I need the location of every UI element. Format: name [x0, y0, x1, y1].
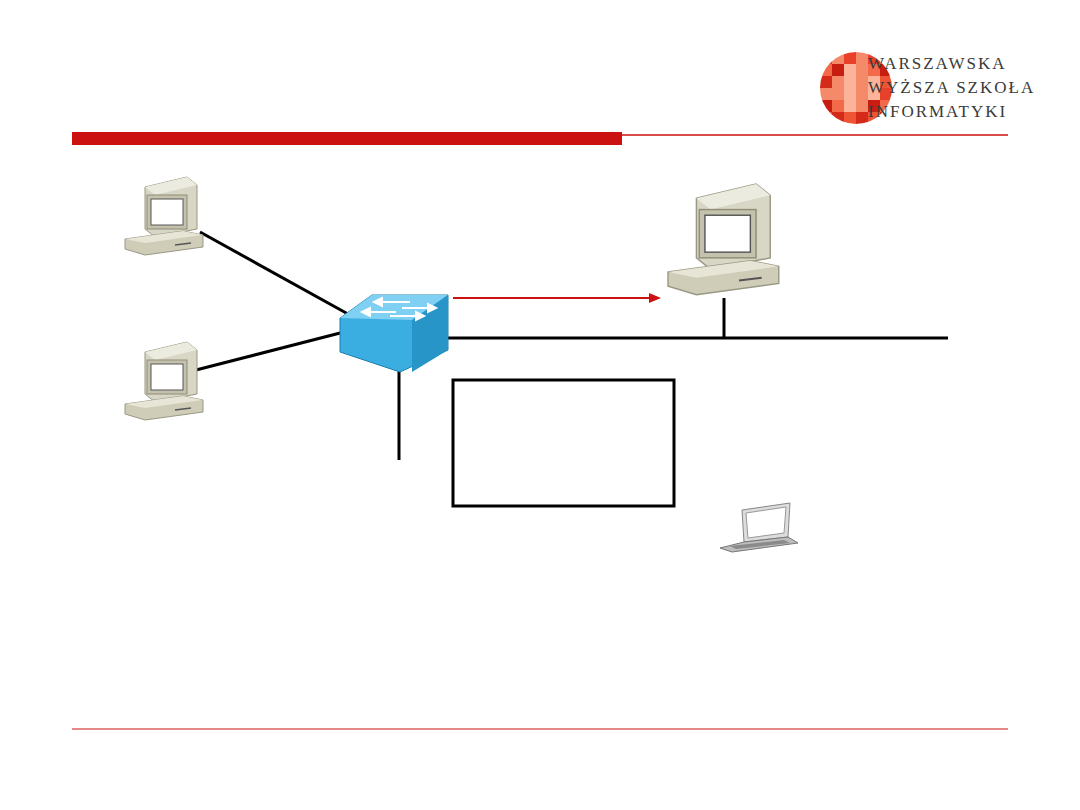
- header-line: [622, 134, 1008, 136]
- computer-icon: [125, 177, 203, 255]
- switch-icon: [340, 295, 448, 372]
- empty-box: [453, 380, 674, 506]
- logo-text: WYŻSZA SZKOŁA: [868, 78, 1035, 98]
- computer-icon: [668, 184, 779, 295]
- logo-text: WARSZAWSKA: [868, 54, 1007, 74]
- laptop-icon: [720, 503, 798, 552]
- header-bar: [72, 132, 622, 145]
- network-wires: [196, 232, 948, 460]
- computer-icon: [125, 342, 203, 420]
- traffic-arrow: [453, 293, 661, 303]
- footer-line: [72, 729, 1008, 730]
- logo-text: INFORMATYKI: [868, 102, 1007, 122]
